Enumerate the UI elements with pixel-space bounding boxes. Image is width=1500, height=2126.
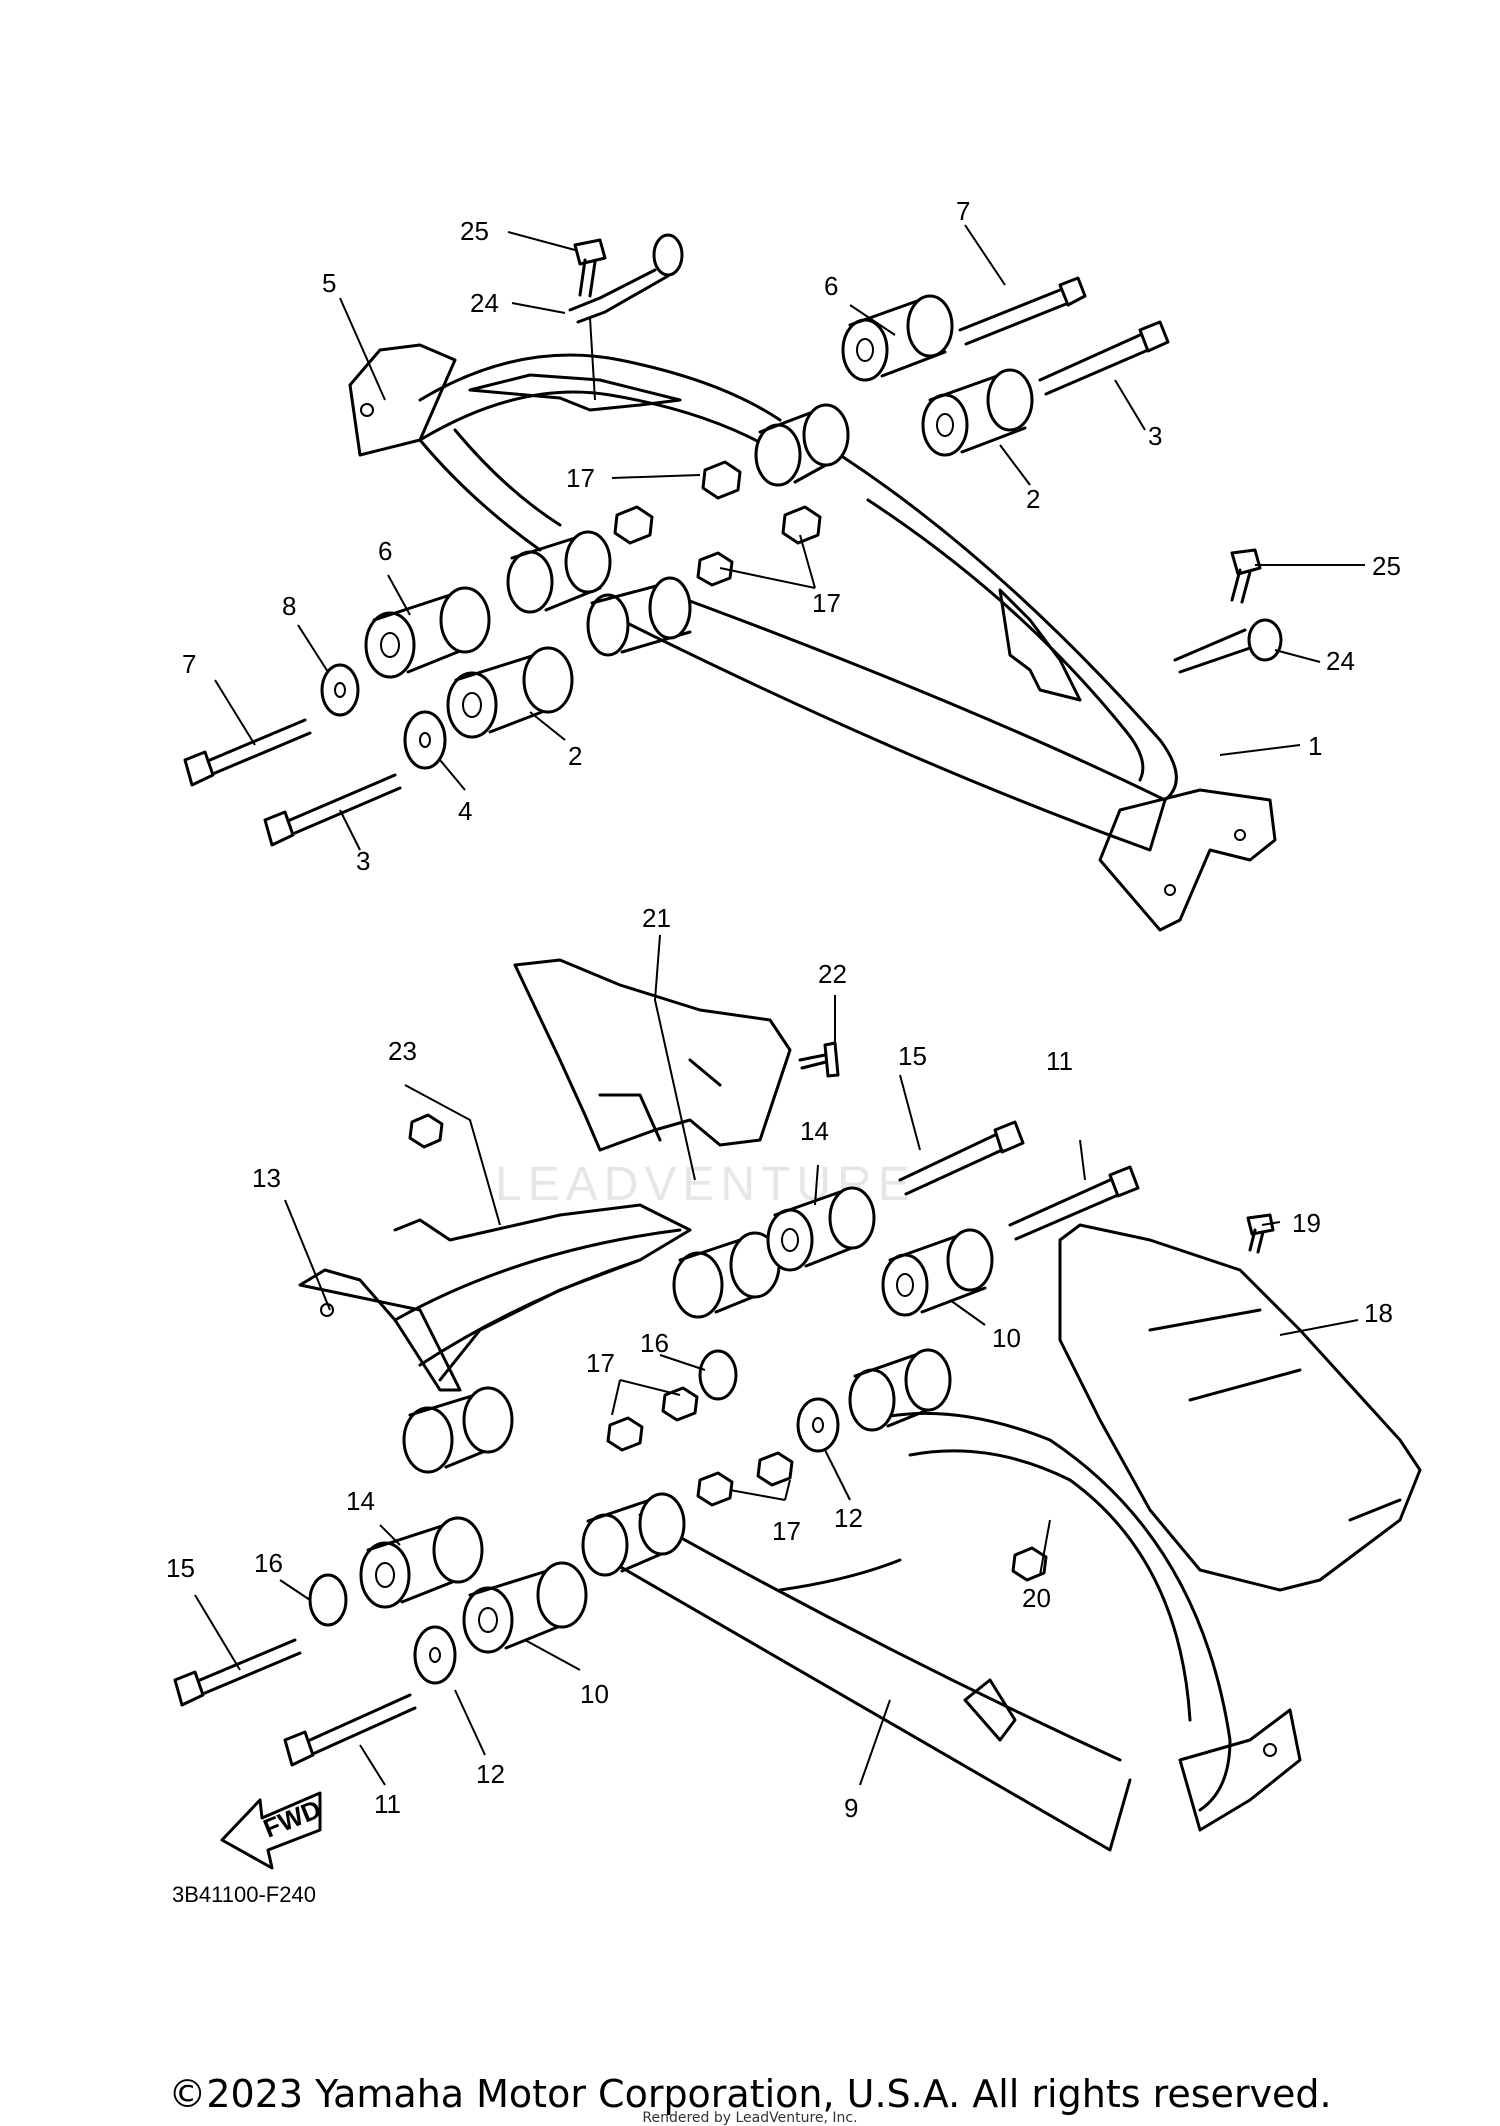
callout-9: 9 <box>844 1793 858 1823</box>
washer-12-upper <box>796 1397 840 1453</box>
washer-4 <box>403 710 447 770</box>
bushing-10-lower <box>462 1561 588 1654</box>
washer-8 <box>320 663 360 717</box>
washer-12-lower <box>413 1625 457 1685</box>
bolt-25-lower <box>1230 548 1262 604</box>
callout-14: 14 <box>800 1116 829 1146</box>
nut-17-b <box>613 505 654 545</box>
diagram-code: 3B41100-F240 <box>172 1882 316 1907</box>
bolt-11-lower <box>283 1693 417 1767</box>
bushing-10-upper <box>881 1228 994 1317</box>
callout-5: 5 <box>322 268 336 298</box>
callout-12: 12 <box>476 1759 505 1789</box>
upper-arm-1 <box>586 453 1277 932</box>
bolt-15-lower <box>173 1638 302 1707</box>
callout-14: 14 <box>346 1486 375 1516</box>
callout-2: 2 <box>1026 484 1040 514</box>
callout-numbers: 25 24 5 7 6 3 2 17 17 25 24 1 6 8 7 2 4 … <box>166 196 1401 1823</box>
callout-3: 3 <box>1148 421 1162 451</box>
callout-11: 11 <box>374 1789 401 1819</box>
callout-23: 23 <box>388 1036 417 1066</box>
callout-1: 1 <box>1308 731 1322 761</box>
callout-15: 15 <box>898 1041 927 1071</box>
callout-20: 20 <box>1022 1583 1051 1613</box>
bolt-3-lower <box>263 773 402 847</box>
bolt-25-upper <box>573 238 607 298</box>
bushing-6-lower <box>364 586 491 679</box>
rendered-by-note: Rendered by LeadVenture, Inc. <box>642 2110 858 2126</box>
callout-24: 24 <box>470 288 499 318</box>
washer-16-upper <box>698 1349 738 1401</box>
callout-6: 6 <box>824 271 838 301</box>
callout-15: 15 <box>166 1553 195 1583</box>
callout-6: 6 <box>378 536 392 566</box>
callout-7: 7 <box>956 196 970 226</box>
nut-17-d <box>696 551 734 587</box>
callout-21: 21 <box>642 903 671 933</box>
guard-18 <box>1058 1223 1422 1592</box>
callout-12: 12 <box>834 1503 863 1533</box>
bolt-7-lower <box>183 718 312 787</box>
upper-arm-5 <box>348 343 850 614</box>
callout-24: 24 <box>1326 646 1355 676</box>
bolt-11-upper <box>1008 1165 1140 1241</box>
lower-arm-9 <box>581 1348 1302 1852</box>
callout-10: 10 <box>992 1323 1021 1353</box>
leader-lines <box>194 224 1365 1786</box>
bolt-3-upper <box>1038 320 1170 396</box>
callout-17: 17 <box>812 588 841 618</box>
nut-20 <box>1011 1546 1048 1582</box>
nut-17-a <box>701 460 742 500</box>
fwd-arrow-icon: FWD <box>220 1791 325 1870</box>
callout-19: 19 <box>1292 1208 1321 1238</box>
nut-17-c <box>781 505 822 545</box>
nut-23 <box>408 1113 444 1149</box>
bolt-15-upper <box>898 1120 1025 1196</box>
callout-2: 2 <box>568 741 582 771</box>
callout-22: 22 <box>818 959 847 989</box>
lower-arm-13 <box>298 1203 781 1474</box>
callout-10: 10 <box>580 1679 609 1709</box>
callout-17: 17 <box>586 1348 615 1378</box>
screw-22 <box>798 1041 840 1078</box>
callout-16: 16 <box>640 1328 669 1358</box>
callout-11: 11 <box>1046 1046 1073 1076</box>
callout-8: 8 <box>282 591 296 621</box>
bushing-14-upper <box>766 1186 876 1272</box>
callout-3: 3 <box>356 846 370 876</box>
clamp-24-upper <box>568 233 684 324</box>
copyright-notice: ©2023 Yamaha Motor Corporation, U.S.A. A… <box>168 2072 1332 2116</box>
bushing-14-lower <box>359 1516 484 1609</box>
callout-7: 7 <box>182 649 196 679</box>
bolt-7-upper <box>958 276 1087 346</box>
callout-25: 25 <box>1372 551 1401 581</box>
screw-19 <box>1246 1213 1275 1254</box>
bushing-6-upper <box>841 294 954 382</box>
callout-17: 17 <box>772 1516 801 1546</box>
callout-17: 17 <box>566 463 595 493</box>
bushing-2-lower <box>446 646 574 739</box>
nut-17-f <box>661 1386 699 1422</box>
nut-17-g <box>756 1451 794 1487</box>
washer-16-lower <box>308 1573 348 1627</box>
callout-25: 25 <box>460 216 489 246</box>
guard-21 <box>513 958 792 1152</box>
clamp-24-lower <box>1173 618 1283 674</box>
callout-16: 16 <box>254 1548 283 1578</box>
nut-17-e <box>606 1416 644 1452</box>
nut-17-h <box>696 1471 734 1507</box>
callout-18: 18 <box>1364 1298 1393 1328</box>
callout-4: 4 <box>458 796 472 826</box>
callout-13: 13 <box>252 1163 281 1193</box>
bushing-2-upper <box>921 368 1034 457</box>
